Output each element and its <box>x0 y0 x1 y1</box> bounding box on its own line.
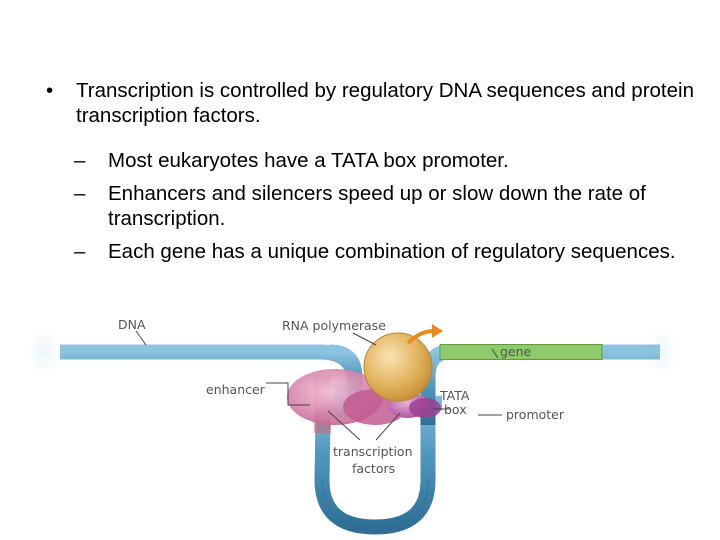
sub-bullet-dash: – <box>74 182 86 205</box>
main-bullet-text: Transcription is controlled by regulator… <box>76 79 694 127</box>
transcription-regulation-diagram: DNA RNA polymerase gene enhancer TATA bo… <box>30 317 682 535</box>
sub-bullet-list: – Most eukaryotes have a TATA box promot… <box>44 148 714 264</box>
enhancer-label: enhancer <box>206 382 266 397</box>
sub-bullet: – Each gene has a unique combination of … <box>44 239 714 264</box>
main-bullet: • Transcription is controlled by regulat… <box>44 78 714 128</box>
transcription-arrowhead-icon <box>432 324 443 338</box>
sub-bullet-text: Each gene has a unique combination of re… <box>108 240 676 263</box>
promoter-label: promoter <box>506 407 565 422</box>
rna-polymerase-label: RNA polymerase <box>282 318 386 333</box>
dna-label: DNA <box>118 317 146 332</box>
transcription-factors-label-line2: factors <box>352 461 395 476</box>
sub-bullet-text: Enhancers and silencers speed up or slow… <box>108 182 646 230</box>
strand-end-glow <box>642 322 682 382</box>
tata-binding-protein <box>409 398 441 418</box>
sub-bullet: – Most eukaryotes have a TATA box promot… <box>44 148 714 173</box>
transcription-factors-label: transcription <box>333 444 413 459</box>
sub-bullet-text: Most eukaryotes have a TATA box promoter… <box>108 149 509 172</box>
sub-bullet-dash: – <box>74 149 86 172</box>
rna-polymerase <box>363 332 433 402</box>
tata-box-label-line2: box <box>444 402 467 417</box>
sub-bullet-dash: – <box>74 240 86 263</box>
bullet-dot: • <box>46 79 54 102</box>
tata-box-label: TATA <box>439 388 470 403</box>
sub-bullet: – Enhancers and silencers speed up or sl… <box>44 181 714 231</box>
transcription-arrow-icon <box>406 329 435 345</box>
dna-loop-back <box>321 479 429 529</box>
gene-label: gene <box>500 344 532 359</box>
strand-end-glow <box>30 322 64 382</box>
bullet-list: • Transcription is controlled by regulat… <box>44 78 714 272</box>
gene-segment <box>439 344 603 360</box>
